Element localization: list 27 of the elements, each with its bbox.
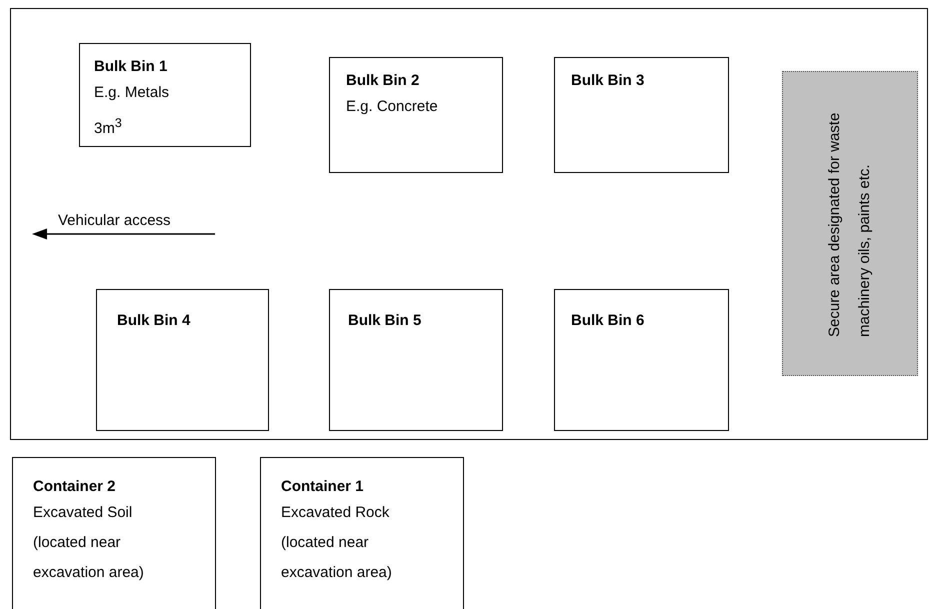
access-label: Vehicular access [58,212,171,229]
bin-description: (located near excavation area) [33,533,145,583]
bulk-bin-box [554,57,729,173]
bin-title: Bulk Bin 3 [571,71,646,91]
bin-title: Bulk Bin 2 [346,71,420,91]
bin-title: Container 1 [281,477,365,497]
bin-description: E.g. Metals [94,83,170,103]
bin-description: E.g. Concrete [346,97,439,117]
bin-title: Bulk Bin 6 [571,311,646,331]
container-box [260,457,464,609]
bin-description: (located near excavation area) [281,533,393,583]
bin-description: Excavated Soil [33,503,134,523]
bin-title: Container 2 [33,477,117,497]
bulk-bin-box [329,289,503,431]
bin-title: Bulk Bin 5 [348,311,422,331]
bin-title: Bulk Bin 1 [94,57,168,77]
bulk-bin-box [554,289,729,431]
area-description: Secure area designated for waste machinery oils, paints etc. [825,111,874,336]
bin-title: Bulk Bin 4 [117,311,192,331]
bulk-bin-box [329,57,503,173]
secure-storage-area [782,71,918,376]
container-box [12,457,216,609]
bin-description: Excavated Rock [281,503,390,523]
bin-description: 3m$^{3}$ [94,115,123,139]
site-boundary [10,8,928,440]
bulk-bin-box [79,43,251,147]
bulk-bin-box [96,289,269,431]
